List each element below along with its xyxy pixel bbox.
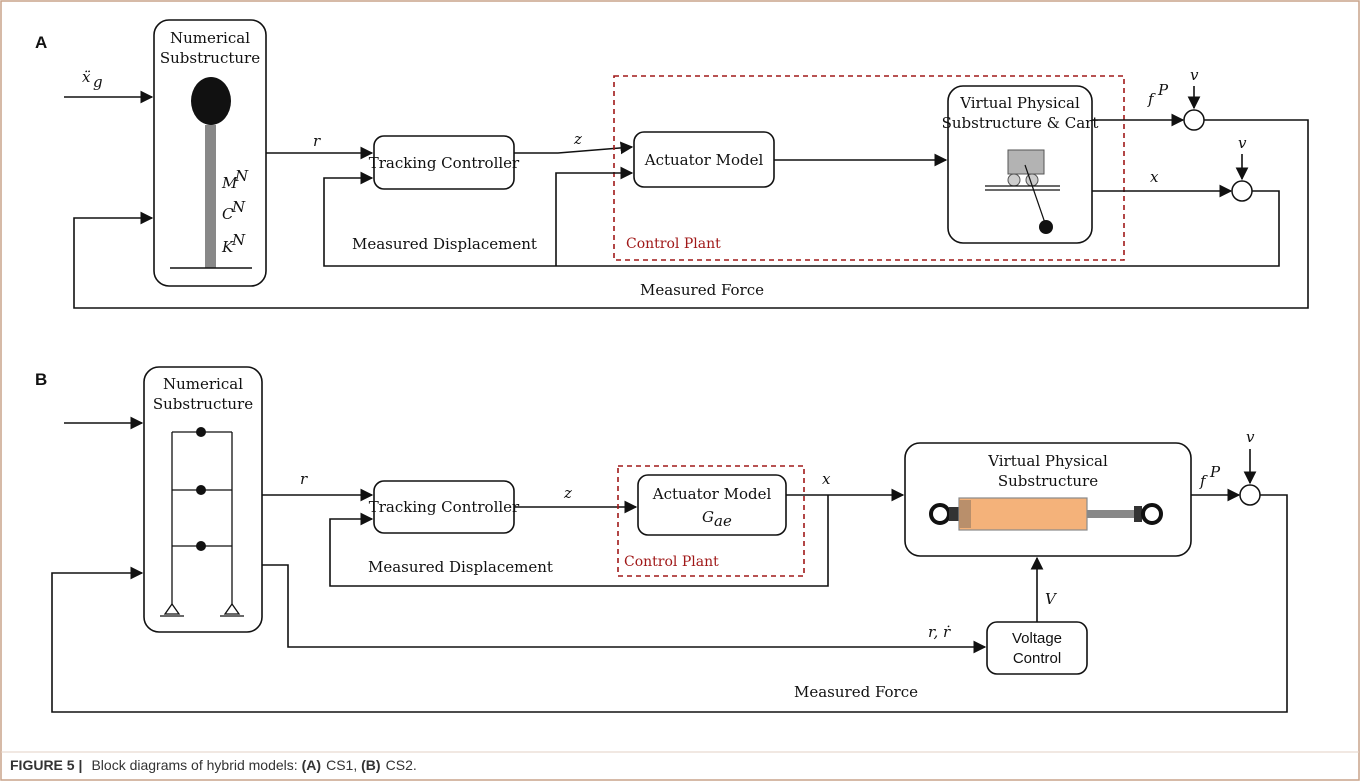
force-fp-b-sup: P: [1209, 463, 1221, 481]
damping-label: C: [222, 205, 234, 223]
signal-voltage-v: V: [1045, 590, 1058, 608]
signal-r-a: r: [313, 132, 321, 150]
tracking-controller-a: [373, 135, 515, 190]
voltage-control-line1: Voltage: [1012, 630, 1062, 647]
feedback-displacement-a: [323, 171, 1280, 267]
virtual-physical-b-line1: Virtual Physical: [987, 452, 1108, 470]
force-fp-a-sup: P: [1157, 81, 1169, 99]
sum-junction-disp-a: [1231, 180, 1253, 202]
signal-r-rdot: r, ṙ: [928, 623, 951, 641]
virtual-physical-b-line2: Substructure: [998, 472, 1098, 490]
control-plant-a-label: Control Plant: [626, 236, 721, 252]
measured-displacement-a-label: Measured Displacement: [352, 235, 537, 253]
feedback-displacement-b: [329, 495, 829, 587]
disp-x-a: x: [1150, 168, 1159, 186]
mass-ball-icon: [191, 77, 231, 125]
actuator-model-b-label: Actuator Model: [652, 485, 772, 503]
sum-junction-force-b: [1239, 484, 1261, 506]
signal-z-a: z: [573, 130, 582, 148]
figure-caption: FIGURE 5 | Block diagrams of hybrid mode…: [10, 755, 417, 774]
measured-force-b-label: Measured Force: [794, 683, 918, 701]
measured-force-a-label: Measured Force: [640, 281, 764, 299]
virtual-physical-a-line2: Substructure & Cart: [942, 114, 1099, 132]
mass-label: M: [221, 174, 238, 192]
tracking-controller-a-label: Tracking Controller: [369, 154, 520, 172]
actuator-model-b: [637, 474, 787, 536]
damping-sup: N: [231, 198, 246, 216]
numerical-b-line2: Substructure: [153, 395, 253, 413]
arrow-z-a: [514, 141, 634, 155]
measured-displacement-b-label: Measured Displacement: [368, 558, 553, 576]
column-icon: [205, 125, 216, 268]
stiffness-label: K: [221, 238, 234, 256]
numerical-a-line1: Numerical: [170, 29, 250, 47]
sum-junction-force-a: [1183, 109, 1205, 131]
force-fp-b: f: [1199, 472, 1208, 490]
stiffness-sup: N: [231, 231, 246, 249]
cart-pendulum-icon: [985, 149, 1060, 234]
damper-actuator-icon: [929, 497, 1163, 531]
arrow-r-rdot: [262, 564, 987, 654]
control-plant-b: [617, 465, 805, 577]
control-plant-a: [613, 75, 1125, 261]
actuator-model-a-label: Actuator Model: [644, 151, 764, 169]
numerical-a-line2: Substructure: [160, 49, 260, 67]
virtual-physical-a-line1: Virtual Physical: [959, 94, 1080, 112]
noise-v-force-b: v: [1246, 428, 1255, 446]
mass-sup: N: [234, 167, 249, 185]
gae-sub: ae: [714, 512, 732, 530]
tracking-controller-b-label: Tracking Controller: [369, 498, 520, 516]
voltage-control-line2: Control: [1013, 650, 1061, 667]
gae-label: G: [702, 508, 714, 526]
feedback-displacement-to-actuator-a: [555, 166, 634, 266]
control-plant-b-label: Control Plant: [624, 554, 719, 570]
signal-z-b: z: [563, 484, 572, 502]
panel-b-letter: B: [35, 370, 47, 389]
force-fp-a: f: [1147, 90, 1156, 108]
frame-structure-icon: [160, 427, 244, 617]
numerical-b-line1: Numerical: [163, 375, 243, 393]
noise-v-disp-a: v: [1238, 134, 1247, 152]
input-xg-label: ẍ: [82, 68, 91, 86]
panel-a-letter: A: [35, 33, 47, 52]
signal-r-b: r: [300, 470, 308, 488]
feedback-force-a: [73, 119, 1309, 309]
input-xg-sub: g: [93, 73, 103, 91]
noise-v-force-a: v: [1190, 66, 1199, 84]
feedback-force-b: [51, 494, 1288, 713]
signal-x-b: x: [822, 470, 831, 488]
